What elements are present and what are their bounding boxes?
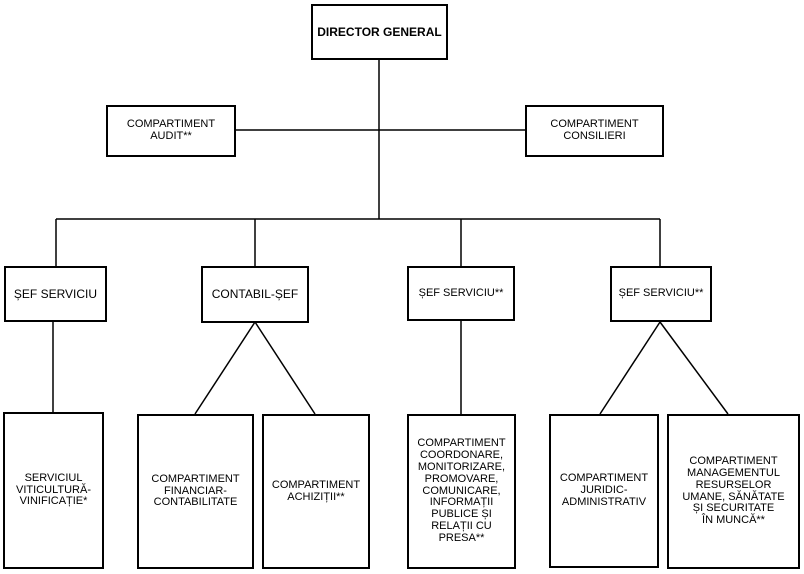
unit-box-juridic: COMPARTIMENT JURIDIC- ADMINISTRATIV xyxy=(549,414,659,568)
connector-line xyxy=(659,321,729,415)
unit-box-achizitii: COMPARTIMENT ACHIZIȚII** xyxy=(262,414,370,569)
manager-box-4: ȘEF SERVICIU** xyxy=(610,266,712,322)
director-general-box: DIRECTOR GENERAL xyxy=(311,4,448,60)
connector-line xyxy=(194,321,256,415)
manager-box-2: CONTABIL-ȘEF xyxy=(201,266,309,323)
connector-line xyxy=(599,321,661,415)
audit-box: COMPARTIMENT AUDIT** xyxy=(106,105,236,157)
unit-box-resurse-umane: COMPARTIMENT MANAGEMENTUL RESURSELOR UMA… xyxy=(667,414,800,569)
unit-box-viticultura: SERVICIUL VITICULTURĂ- VINIFICAȚIE* xyxy=(3,412,104,569)
connector-line xyxy=(254,321,316,415)
manager-box-3: ȘEF SERVICIU** xyxy=(407,266,515,321)
consilieri-box: COMPARTIMENT CONSILIERI xyxy=(525,105,664,157)
manager-box-1: ȘEF SERVICIU xyxy=(4,266,107,322)
unit-box-coordonare: COMPARTIMENT COORDONARE, MONITORIZARE, P… xyxy=(407,414,516,569)
unit-box-financiar: COMPARTIMENT FINANCIAR- CONTABILITATE xyxy=(137,414,254,569)
